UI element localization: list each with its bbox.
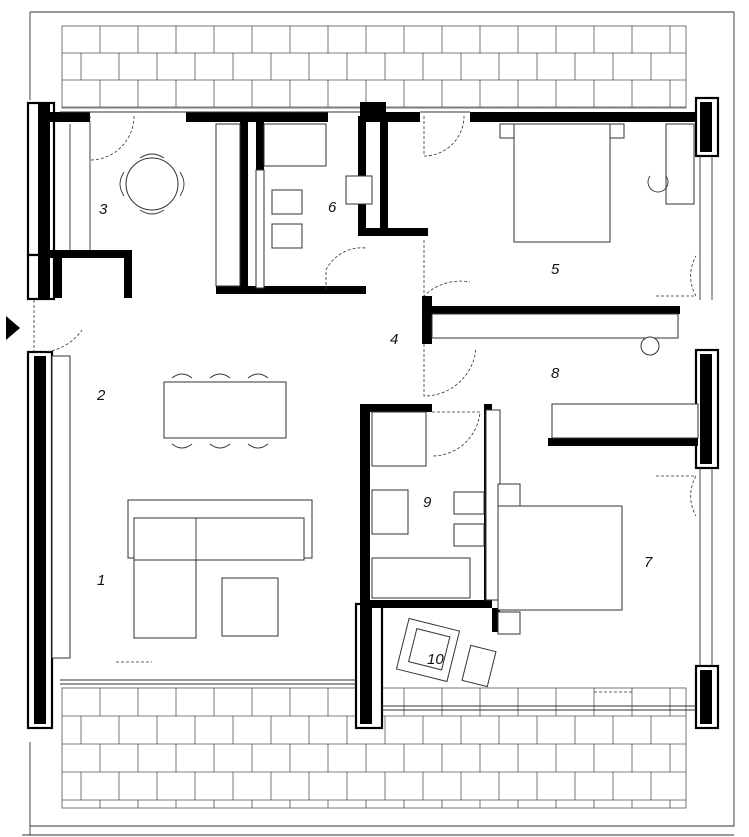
entrance-arrow-icon: [6, 316, 20, 340]
room-labels: 1 2 3 4 5 6 7 8 9 10: [96, 199, 653, 668]
terrace-outline: [22, 11, 735, 836]
room-label-10: 10: [427, 651, 444, 668]
bottom-terrace-tiles: [61, 687, 687, 809]
doors: [33, 115, 697, 517]
furniture: [51, 123, 699, 693]
room-label-5: 5: [551, 261, 560, 278]
room-label-6: 6: [328, 199, 337, 216]
top-terrace-tiles: [61, 25, 687, 109]
room-label-9: 9: [423, 494, 432, 511]
room-label-4: 4: [390, 331, 398, 348]
room-label-3: 3: [99, 201, 108, 218]
room-label-7: 7: [644, 554, 653, 571]
room-label-1: 1: [97, 572, 105, 589]
room-label-8: 8: [551, 365, 560, 382]
windows: [60, 111, 696, 711]
room-label-2: 2: [96, 387, 106, 404]
